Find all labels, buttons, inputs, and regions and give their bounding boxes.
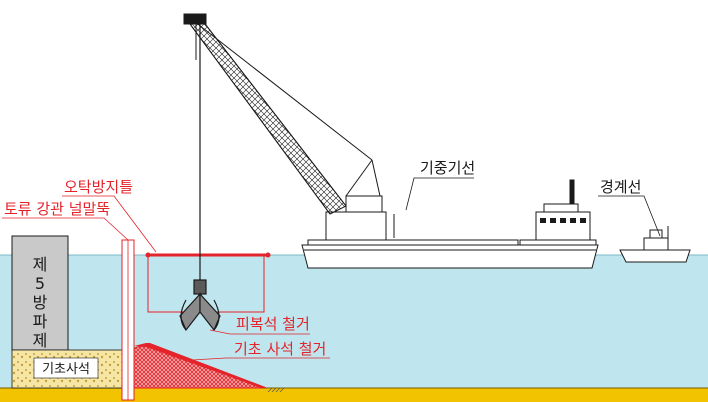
silt-curtain-end-left bbox=[145, 252, 151, 258]
red-leader-lines bbox=[2, 195, 330, 361]
breakwater-label: 제 5 방 파 제 bbox=[33, 255, 48, 350]
clamshell-grab-icon bbox=[179, 279, 221, 332]
leader-lines bbox=[405, 177, 661, 237]
crane-barge-label: 기중기선 bbox=[420, 159, 475, 177]
breakwater-char-5: 제 bbox=[33, 331, 48, 350]
silt-curtain-end-right bbox=[265, 252, 271, 258]
breakwater-char-4: 파 bbox=[33, 312, 48, 331]
breakwater-block-icon bbox=[11, 235, 69, 351]
breakwater-char-3: 방 bbox=[33, 293, 48, 312]
armor-removal-label: 피복석 철거 bbox=[236, 315, 310, 333]
seabed-hatch bbox=[267, 387, 285, 393]
foundation-rubble-label: 기초사석 bbox=[42, 362, 90, 377]
sheet-pile-label: 토류 강관 널말뚝 bbox=[4, 200, 110, 218]
foundation-rubble-label-box bbox=[33, 357, 99, 379]
rubble-removal-label: 기초 사석 철거 bbox=[234, 340, 326, 358]
guard-boat-label: 경계선 bbox=[600, 178, 641, 196]
breakwater-char-1: 제 bbox=[33, 255, 48, 274]
silt-curtain-label: 오탁방지틀 bbox=[64, 178, 133, 196]
crane-barge-icon bbox=[183, 13, 599, 269]
breakwater-char-2: 5 bbox=[35, 274, 45, 293]
guard-boat-icon bbox=[619, 226, 691, 263]
seabed bbox=[0, 388, 708, 402]
armor-stone-layer bbox=[134, 343, 268, 388]
